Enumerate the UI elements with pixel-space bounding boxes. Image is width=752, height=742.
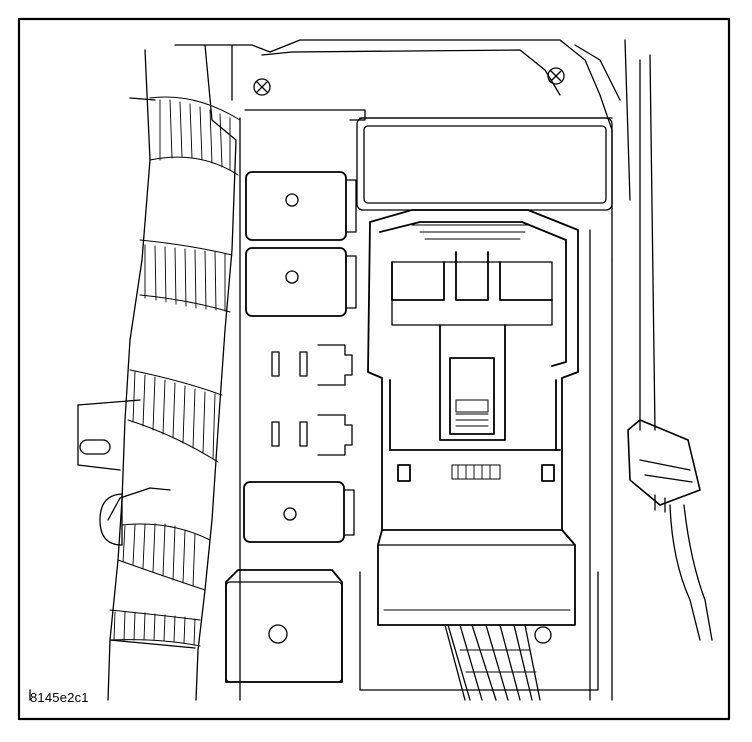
screw-icon <box>547 67 565 85</box>
relay-block <box>243 481 355 543</box>
wire-harness <box>99 44 241 701</box>
relay-block <box>225 569 343 683</box>
relay-block <box>245 171 357 241</box>
label-plate <box>356 117 613 211</box>
screw-icon <box>253 78 271 96</box>
fuse-pair <box>271 344 353 386</box>
mounting-bracket <box>29 399 141 701</box>
fuse-pair <box>271 414 353 456</box>
electrical-connector <box>367 209 579 626</box>
side-connector <box>624 39 713 641</box>
figure-border <box>17 17 731 721</box>
wire-bundle <box>444 624 541 701</box>
figure-id-label: 8145e2c1 <box>30 690 89 705</box>
relay-block <box>245 247 357 317</box>
module-housing <box>174 39 621 701</box>
